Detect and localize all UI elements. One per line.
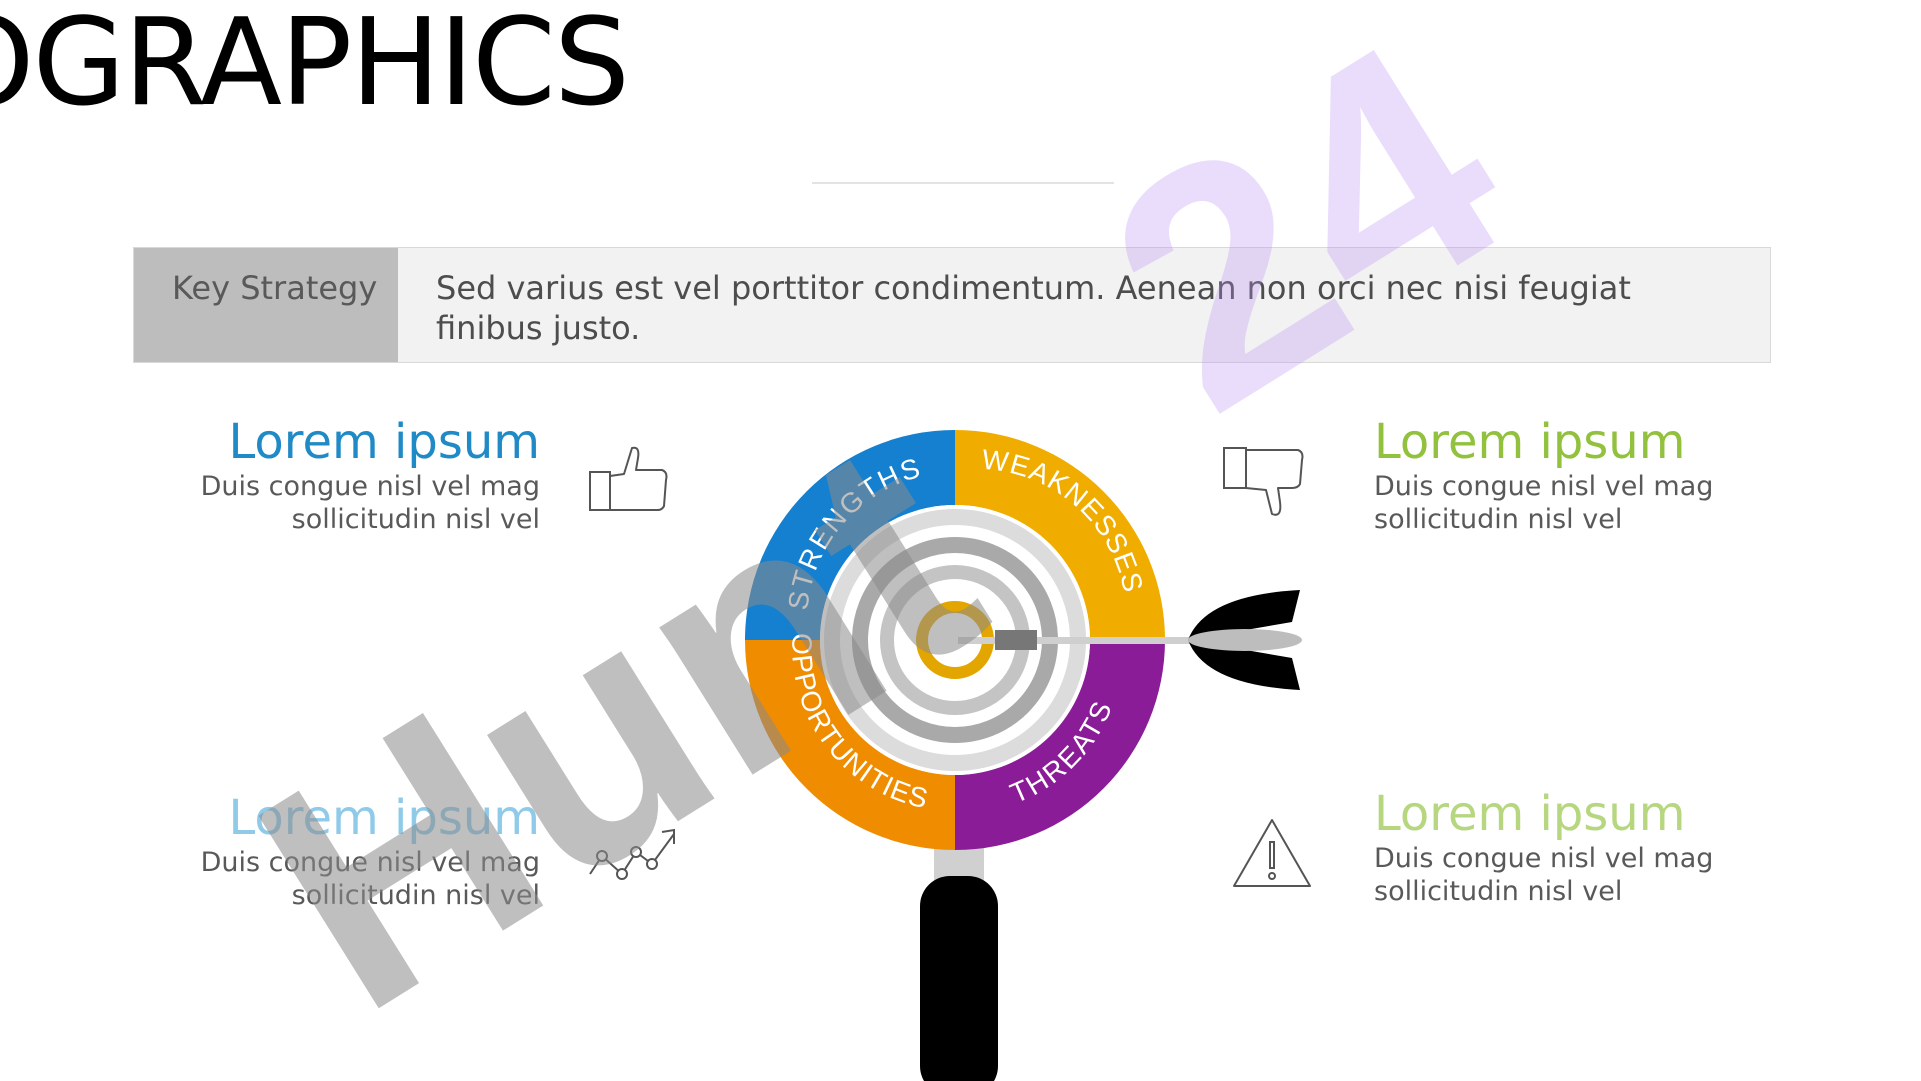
dart-flight-bottom [1188,640,1300,690]
trend-chart-icon [589,828,675,880]
weaknesses-line-2: sollicitudin nisl vel [1374,504,1623,535]
strengths-segment [745,430,955,640]
key-strategy-label: Key Strategy [134,248,398,362]
threats-heading: Lorem ipsum [1374,786,1686,842]
key-strategy-text: Sed varius est vel porttitor condimentum… [398,248,1770,362]
key-strategy-box: Key Strategy Sed varius est vel porttito… [133,247,1771,363]
dart-shaft [958,637,1208,644]
swot-target-graphic: STRENGTHS WEAKNESSES OPPORTUNITIES THREA… [745,430,1302,1081]
dart-flight-top [1188,590,1300,640]
threats-segment [955,640,1165,850]
weaknesses-block: Lorem ipsum Duis congue nisl vel mag sol… [1374,414,1794,536]
threats-line-2: sollicitudin nisl vel [1374,876,1623,907]
threats-block: Lorem ipsum Duis congue nisl vel mag sol… [1374,786,1794,908]
threats-line-1: Duis congue nisl vel mag [1374,843,1714,874]
thumbs-down-icon [1223,447,1304,516]
strengths-line-1: Duis congue nisl vel mag [200,471,540,502]
opportunities-heading: Lorem ipsum [228,790,540,846]
slide-title: OGRAPHICS [0,0,630,133]
weaknesses-segment [955,430,1165,640]
warning-icon [1233,819,1311,887]
opportunities-line-1: Duis congue nisl vel mag [200,847,540,878]
title-divider [812,182,1114,184]
strengths-line-2: sollicitudin nisl vel [291,504,540,535]
thumbs-up-icon [589,446,668,511]
magnifier-handle [920,876,998,1081]
watermark-number: 24 [1052,0,1561,479]
opportunities-line-2: sollicitudin nisl vel [291,880,540,911]
opportunities-block: Lorem ipsum Duis congue nisl vel mag sol… [120,790,540,912]
dart-flight-center [1188,629,1302,651]
opportunities-segment [745,640,955,850]
strengths-block: Lorem ipsum Duis congue nisl vel mag sol… [120,414,540,536]
weaknesses-line-1: Duis congue nisl vel mag [1374,471,1714,502]
dart-tip [995,630,1037,650]
strengths-heading: Lorem ipsum [228,414,540,470]
weaknesses-heading: Lorem ipsum [1374,414,1686,470]
